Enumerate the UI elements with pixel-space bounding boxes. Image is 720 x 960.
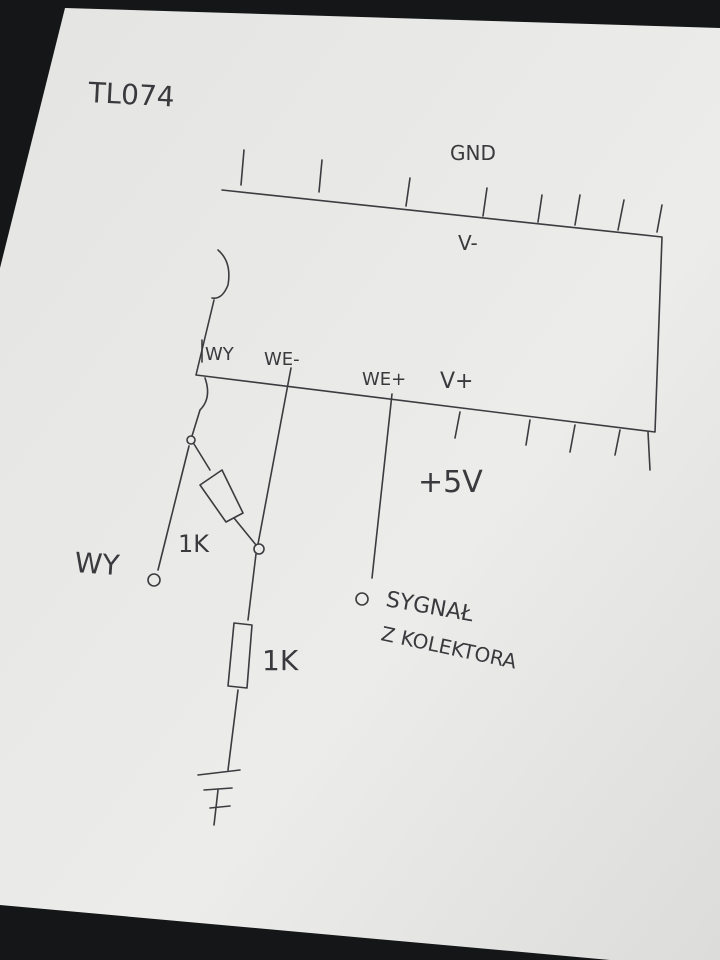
supply-label: +5V (418, 465, 483, 500)
bottom-pins (454, 411, 651, 471)
chip-title: TL074 (87, 76, 176, 114)
pin-gnd-label: GND (450, 141, 496, 165)
signal-wiring (355, 393, 393, 606)
feedback-resistor (199, 469, 244, 523)
ground-resistor (227, 622, 253, 689)
pin-v-plus-label: V+ (440, 369, 473, 394)
inverting-input-wiring (197, 367, 292, 826)
top-pins (240, 149, 663, 233)
feedback-resistor-label: 1K (178, 530, 210, 558)
output-terminal-label: WY (74, 546, 122, 582)
output-wiring (147, 377, 265, 587)
paper-sheet (0, 8, 720, 960)
pin-we-plus-label: WE+ (362, 369, 406, 390)
pin-v-minus-label: V- (458, 231, 478, 255)
ground-resistor-label: 1K (262, 644, 299, 677)
ground-symbol (197, 769, 241, 826)
pin-we-minus-label: WE- (264, 349, 300, 370)
pin-wy-label: WY (205, 344, 235, 365)
